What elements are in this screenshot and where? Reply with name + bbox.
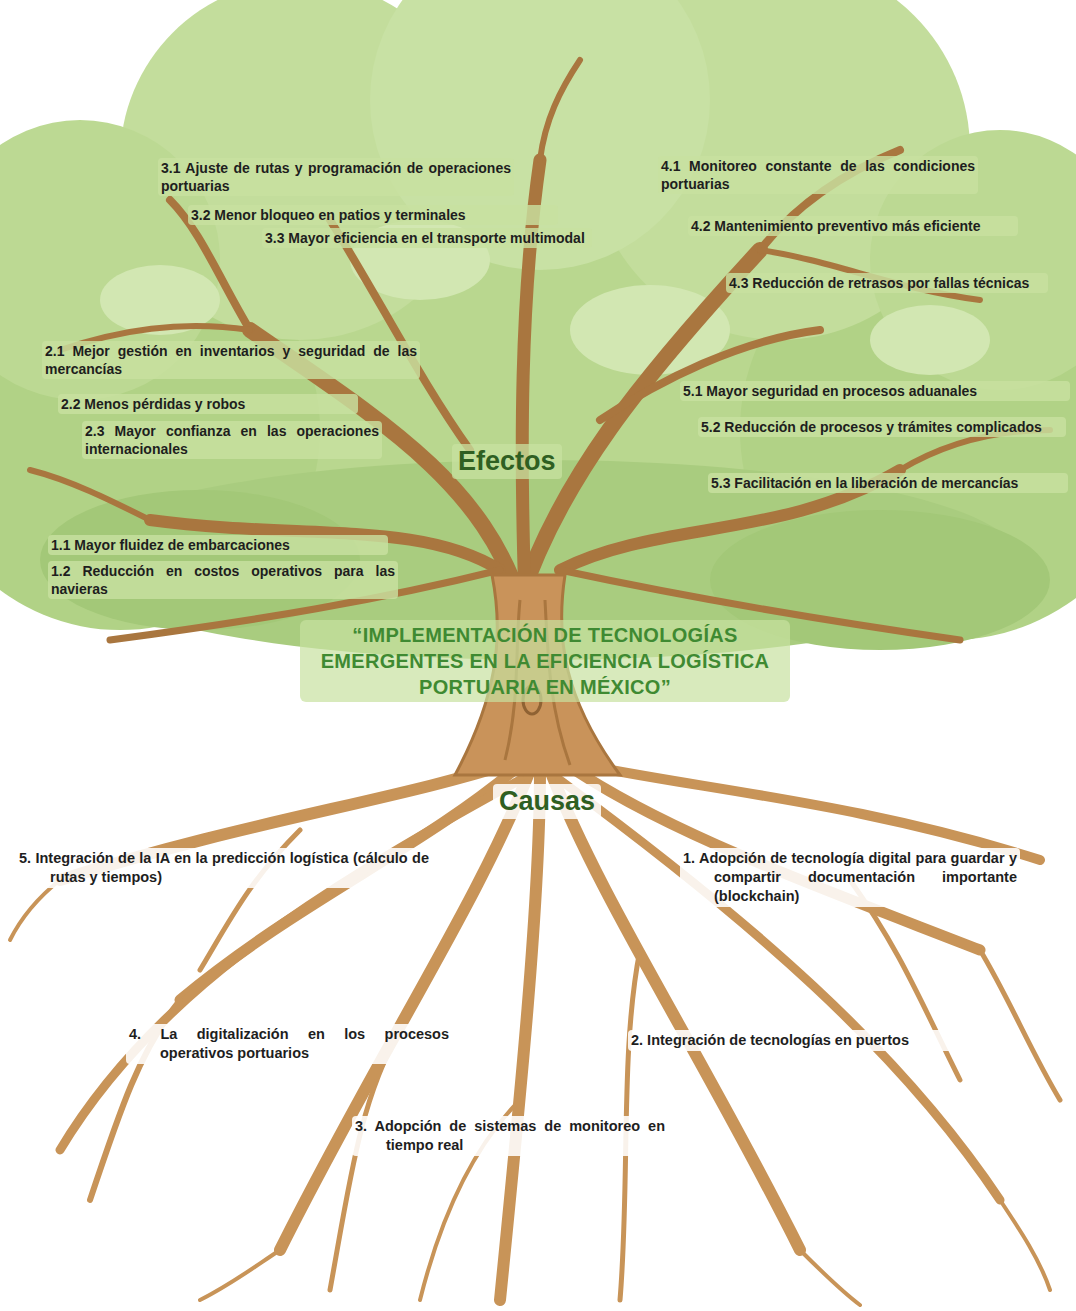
section-heading: Efectos <box>452 444 562 479</box>
effect-item: 1.2 Reducción en costos operativos para … <box>48 561 398 599</box>
tree-roots <box>10 760 1060 1305</box>
effect-item: 3.3 Mayor eficiencia en el transporte mu… <box>262 228 592 248</box>
section-heading: Causas <box>493 784 601 819</box>
effect-item: 3.2 Menor bloqueo en patios y terminales <box>188 205 558 225</box>
cause-item: 3. Adopción de sistemas de monitoreo en … <box>352 1116 668 1156</box>
cause-item: 5. Integración de la IA en la predicción… <box>16 848 432 888</box>
effect-item: 1.1 Mayor fluidez de embarcaciones <box>48 535 388 555</box>
diagram-title: “IMPLEMENTACIÓN DE TECNOLOGÍAS EMERGENTE… <box>300 620 790 702</box>
tree-canopy <box>0 0 1076 660</box>
cause-item: 2. Integración de tecnologías en puertos <box>628 1030 962 1051</box>
effect-item: 4.2 Mantenimiento preventivo más eficien… <box>688 216 1018 236</box>
effect-item: 5.3 Facilitación en la liberación de mer… <box>708 473 1068 493</box>
effect-item: 3.1 Ajuste de rutas y programación de op… <box>158 158 514 196</box>
effect-item: 2.3 Mayor confianza en las operaciones i… <box>82 421 382 459</box>
effect-item: 5.1 Mayor seguridad en procesos aduanale… <box>680 381 1070 401</box>
effect-item: 2.2 Menos pérdidas y robos <box>58 394 358 414</box>
effect-item: 5.2 Reducción de procesos y trámites com… <box>698 417 1066 437</box>
cause-item: 4. La digitalización en los procesos ope… <box>126 1024 452 1064</box>
effect-item: 4.1 Monitoreo constante de las condicion… <box>658 156 978 194</box>
tree-branches <box>30 60 1050 640</box>
effect-item: 2.1 Mejor gestión en inventarios y segur… <box>42 341 420 379</box>
effect-item: 4.3 Reducción de retrasos por fallas téc… <box>726 273 1048 293</box>
cause-item: 1. Adopción de tecnología digital para g… <box>680 848 1020 907</box>
